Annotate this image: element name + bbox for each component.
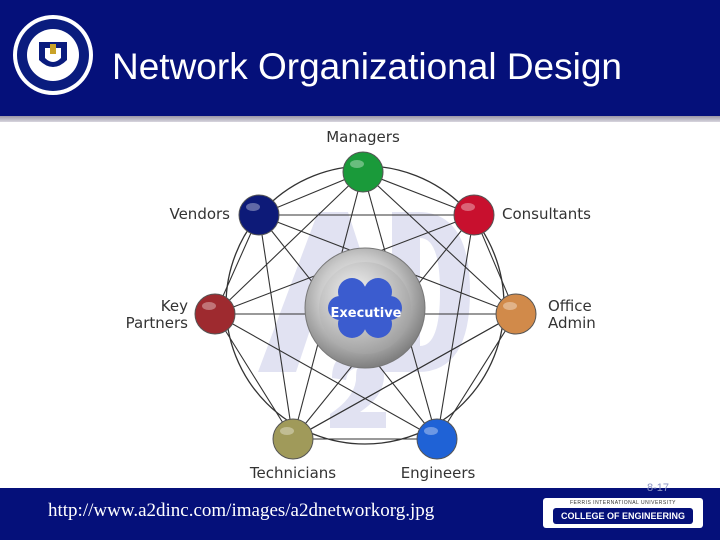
- node-label-line2: Partners: [126, 314, 189, 332]
- university-seal-icon: [13, 15, 93, 95]
- network-diagram: Executive Managers Consultants Office Ad…: [126, 128, 596, 482]
- header-bar: Network Organizational Design: [0, 0, 720, 116]
- node-label: Engineers: [401, 464, 476, 482]
- slide-title: Network Organizational Design: [112, 46, 623, 87]
- source-url: http://www.a2dinc.com/images/a2dnetworko…: [48, 500, 435, 521]
- footer-bar: http://www.a2dinc.com/images/a2dnetworko…: [0, 482, 720, 540]
- node-technicians: Technicians: [249, 418, 336, 482]
- node-label: Managers: [326, 128, 400, 146]
- executive-label: Executive: [330, 306, 401, 321]
- node-label: Key: [161, 297, 188, 315]
- node-engineers: Engineers: [401, 418, 476, 482]
- node-label-line2: Admin: [548, 314, 596, 332]
- node-key-partners: Key Partners: [126, 293, 236, 335]
- college-university-text: FERRIS INTERNATIONAL UNIVERSITY: [569, 500, 677, 506]
- node-label: Office: [548, 297, 592, 315]
- node-label: Consultants: [502, 205, 591, 223]
- node-label: Vendors: [169, 205, 230, 223]
- college-name: COLLEGE OF ENGINEERING: [553, 508, 693, 524]
- header-divider: [0, 116, 720, 122]
- node-managers: Managers: [326, 128, 400, 193]
- college-logo: FERRIS INTERNATIONAL UNIVERSITY COLLEGE …: [543, 498, 703, 528]
- node-consultants: Consultants: [453, 194, 591, 236]
- node-label: Technicians: [249, 464, 336, 482]
- slide-number: 8-17: [647, 482, 670, 494]
- node-office-admin: Office Admin: [495, 293, 596, 335]
- executive-hub: Executive: [304, 247, 426, 369]
- node-vendors: Vendors: [169, 194, 280, 236]
